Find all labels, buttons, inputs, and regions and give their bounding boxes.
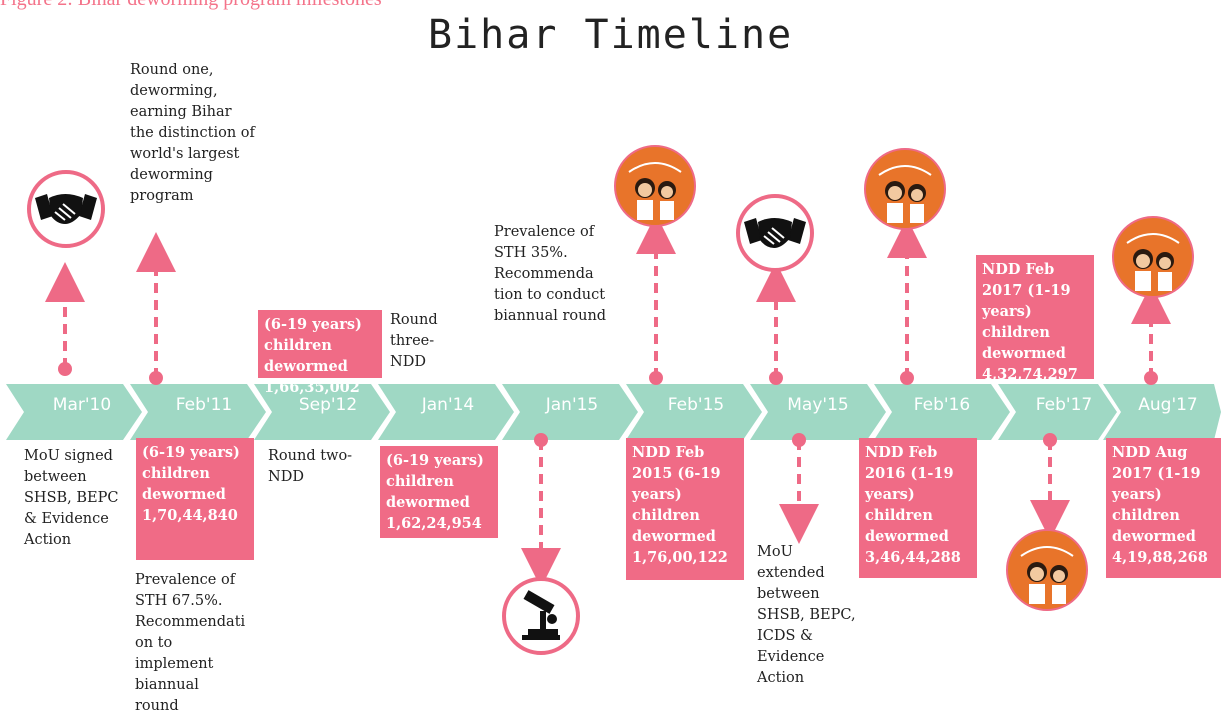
note-may15: MoU extended between SHSB, BEPC, ICDS & …: [757, 544, 856, 686]
handshake-icon: [27, 170, 105, 248]
box-feb15: NDD Feb 2015 (6-19 years) children dewor…: [626, 438, 744, 580]
note-sep12: Round two-NDD: [268, 448, 353, 485]
timeline-connectors: [45, 214, 1171, 588]
date-aug17: Aug'17: [1138, 395, 1198, 415]
box-feb11: (6-19 years) children dewormed 1,70,44,8…: [136, 438, 254, 560]
children-icon: [1112, 216, 1194, 298]
date-sep12: Sep'12: [298, 395, 358, 415]
date-feb17: Feb'17: [1035, 395, 1093, 415]
page-title: Bihar Timeline: [428, 12, 794, 58]
box-feb16: NDD Feb 2016 (1-19 years) children dewor…: [859, 438, 977, 578]
date-feb15: Feb'15: [667, 395, 725, 415]
figure-caption: Figure 2: Bihar deworming program milest…: [0, 0, 382, 11]
note-feb11-top: Round one, deworming, earning Bihar the …: [130, 62, 255, 204]
note-mar10: MoU signed between SHSB, BEPC & Evidence…: [24, 448, 119, 548]
date-may15: May'15: [787, 395, 849, 415]
date-mar10: Mar'10: [52, 395, 112, 415]
box-jan14: (6-19 years) children dewormed 1,62,24,9…: [380, 446, 498, 538]
date-feb16: Feb'16: [913, 395, 971, 415]
box-sep12: (6-19 years) children dewormed 1,66,35,0…: [258, 310, 382, 396]
note-feb11-bottom: Prevalence of STH 67.5%. Recommendati on…: [135, 572, 246, 714]
children-icon: [614, 145, 696, 227]
note-jan15: Prevalence of STH 35%. Recommenda tion t…: [494, 224, 607, 324]
box-feb17: NDD Feb 2017 (1-19 years) children dewor…: [976, 255, 1094, 383]
box-aug17: NDD Aug 2017 (1-19 years) children dewor…: [1106, 438, 1221, 578]
children-icon: [1006, 529, 1088, 611]
children-icon: [864, 148, 946, 230]
handshake-icon: [736, 194, 814, 272]
timeline-bar: [6, 384, 1221, 440]
microscope-icon: [502, 577, 580, 655]
date-jan14: Jan'14: [421, 395, 475, 415]
note-jan14: Round three-NDD: [390, 312, 438, 370]
date-jan15: Jan'15: [545, 395, 599, 415]
date-feb11: Feb'11: [175, 395, 233, 415]
